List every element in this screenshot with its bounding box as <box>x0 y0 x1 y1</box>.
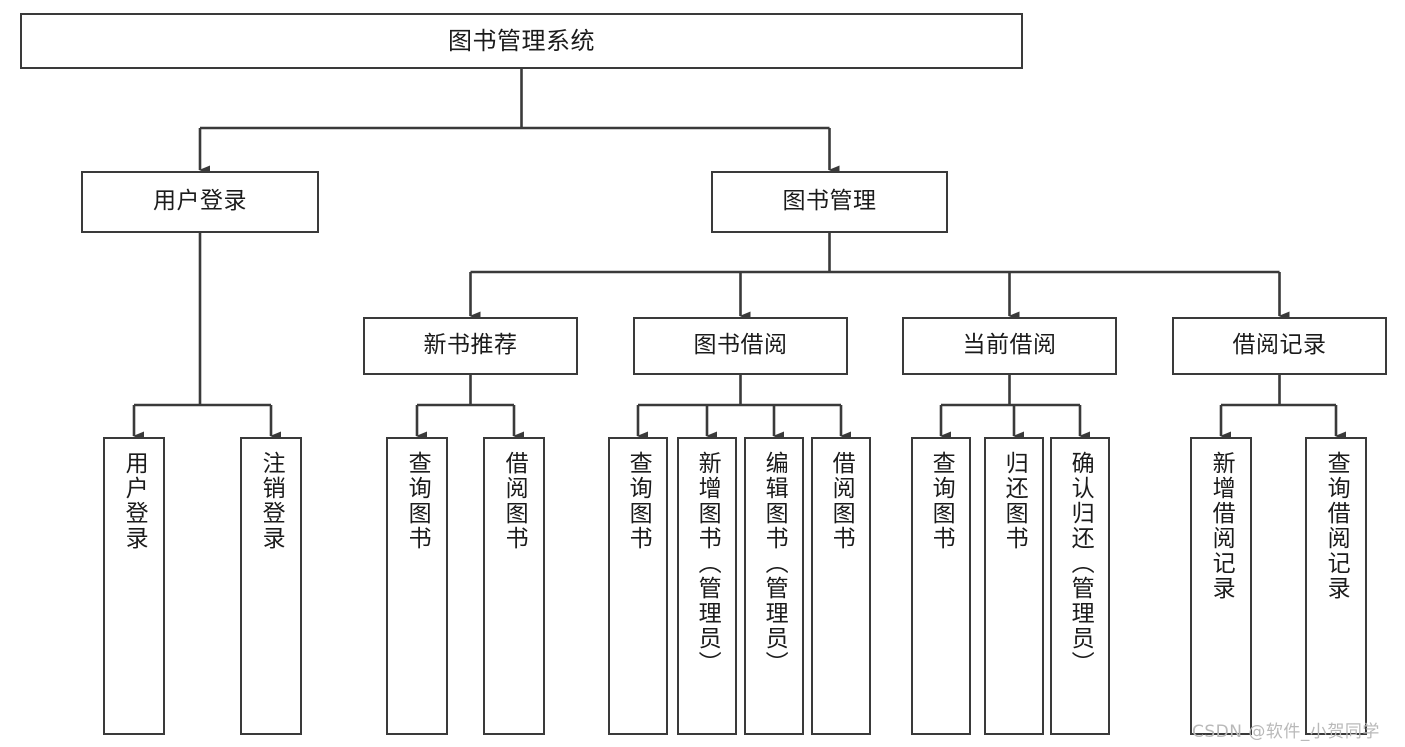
node-leaf-borrow-book-new[interactable]: 借阅图书 <box>483 437 545 735</box>
node-label: 新增借阅记录 <box>1208 451 1235 601</box>
node-label: 借阅图书 <box>501 451 528 551</box>
node-leaf-return-book[interactable]: 归还图书 <box>984 437 1044 735</box>
node-label: 查询图书 <box>404 451 431 551</box>
node-leaf-query-book-borrow[interactable]: 查询图书 <box>608 437 668 735</box>
node-label: 查询借阅记录 <box>1323 451 1350 601</box>
node-borrow-record[interactable]: 借阅记录 <box>1172 317 1387 375</box>
node-label: 查询图书 <box>625 451 652 551</box>
node-leaf-query-book-current[interactable]: 查询图书 <box>911 437 971 735</box>
node-label: 借阅记录 <box>1232 332 1327 359</box>
node-root[interactable]: 图书管理系统 <box>20 13 1023 69</box>
node-label: 新书推荐 <box>423 332 518 359</box>
node-label: 确认归还（管理员） <box>1067 451 1094 676</box>
node-leaf-borrow-book[interactable]: 借阅图书 <box>811 437 871 735</box>
node-user-login[interactable]: 用户登录 <box>81 171 319 233</box>
node-book-borrow[interactable]: 图书借阅 <box>633 317 848 375</box>
node-leaf-user-logout[interactable]: 注销登录 <box>240 437 302 735</box>
node-label: 图书借阅 <box>693 332 788 359</box>
node-current-borrow[interactable]: 当前借阅 <box>902 317 1117 375</box>
node-leaf-edit-book[interactable]: 编辑图书（管理员） <box>744 437 804 735</box>
node-label: 用户登录 <box>121 451 148 551</box>
node-label: 归还图书 <box>1001 451 1028 551</box>
node-new-book-recommend[interactable]: 新书推荐 <box>363 317 578 375</box>
node-label: 用户登录 <box>153 188 247 215</box>
node-label: 图书管理 <box>782 188 877 215</box>
node-label: 当前借阅 <box>962 332 1057 359</box>
node-leaf-query-book-new[interactable]: 查询图书 <box>386 437 448 735</box>
node-leaf-query-record[interactable]: 查询借阅记录 <box>1305 437 1367 735</box>
node-leaf-user-login[interactable]: 用户登录 <box>103 437 165 735</box>
node-book-manage[interactable]: 图书管理 <box>711 171 948 233</box>
watermark-text: CSDN @软件_小贺同学 <box>1192 722 1380 742</box>
node-leaf-add-book[interactable]: 新增图书（管理员） <box>677 437 737 735</box>
node-leaf-confirm-return[interactable]: 确认归还（管理员） <box>1050 437 1110 735</box>
node-leaf-add-record[interactable]: 新增借阅记录 <box>1190 437 1252 735</box>
node-label: 新增图书（管理员） <box>694 451 721 676</box>
node-label: 编辑图书（管理员） <box>761 451 788 676</box>
node-label: 借阅图书 <box>828 451 855 551</box>
node-label: 图书管理系统 <box>448 26 595 55</box>
node-label: 注销登录 <box>258 451 285 551</box>
node-label: 查询图书 <box>928 451 955 551</box>
